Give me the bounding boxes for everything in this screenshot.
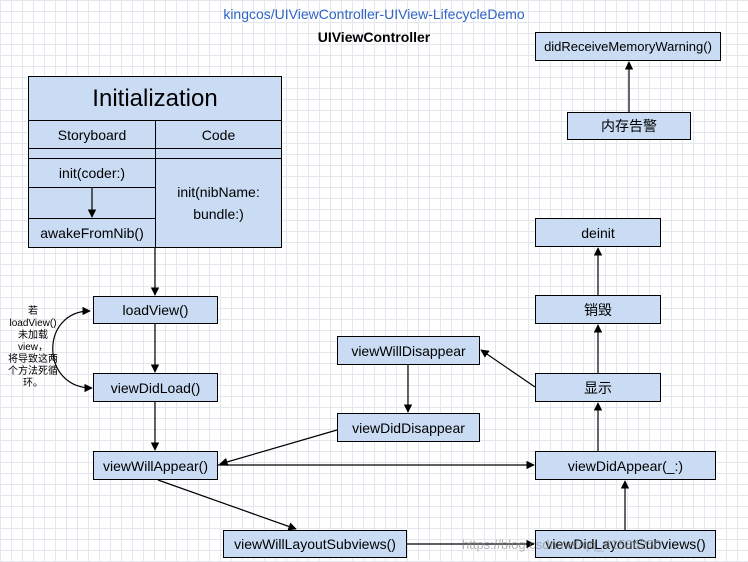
view-did-layout-subviews-node: viewDidLayoutSubviews() [535,530,716,558]
load-view-node: loadView() [93,296,218,324]
watermark: https://blog.csdn.net/qq_41586250 [462,537,662,552]
diagram-title: UIViewController [317,29,431,45]
loadview-note: 若 loadView() 未加载 view， 将导致这两 个方法死循 环。 [8,306,58,389]
show-node: 显示 [535,373,661,402]
view-did-appear-node: viewDidAppear(_:) [535,451,716,480]
view-did-load-node: viewDidLoad() [93,373,218,402]
arrow-diddisappear-willappear [219,429,338,466]
awake-from-nib-node: awakeFromNib() [28,218,156,248]
view-will-disappear-node: viewWillDisappear [337,336,480,365]
view-will-layout-subviews-node: viewWillLayoutSubviews() [223,530,407,558]
memory-warning-node: 内存告警 [567,112,691,140]
destroy-node: 销毁 [535,295,661,324]
view-did-disappear-node: viewDidDisappear [337,413,480,442]
arrow-show-willdisappear [480,349,536,388]
deinit-node: deinit [535,218,661,247]
init-coder-node: init(coder:) [28,158,156,188]
code-label: Code [155,120,282,149]
did-receive-memory-warning-node: didReceiveMemoryWarning() [535,32,721,61]
arrow-willappear-willlayout [157,479,297,531]
arrow-loop [52,306,93,393]
view-will-appear-node: viewWillAppear() [93,451,218,480]
repo-link[interactable]: kingcos/UIViewController-UIView-Lifecycl… [223,6,525,22]
initialization-header: Initialization [28,76,282,121]
storyboard-label: Storyboard [28,120,156,149]
init-nibname-node: init(nibName: bundle:) [155,158,282,248]
